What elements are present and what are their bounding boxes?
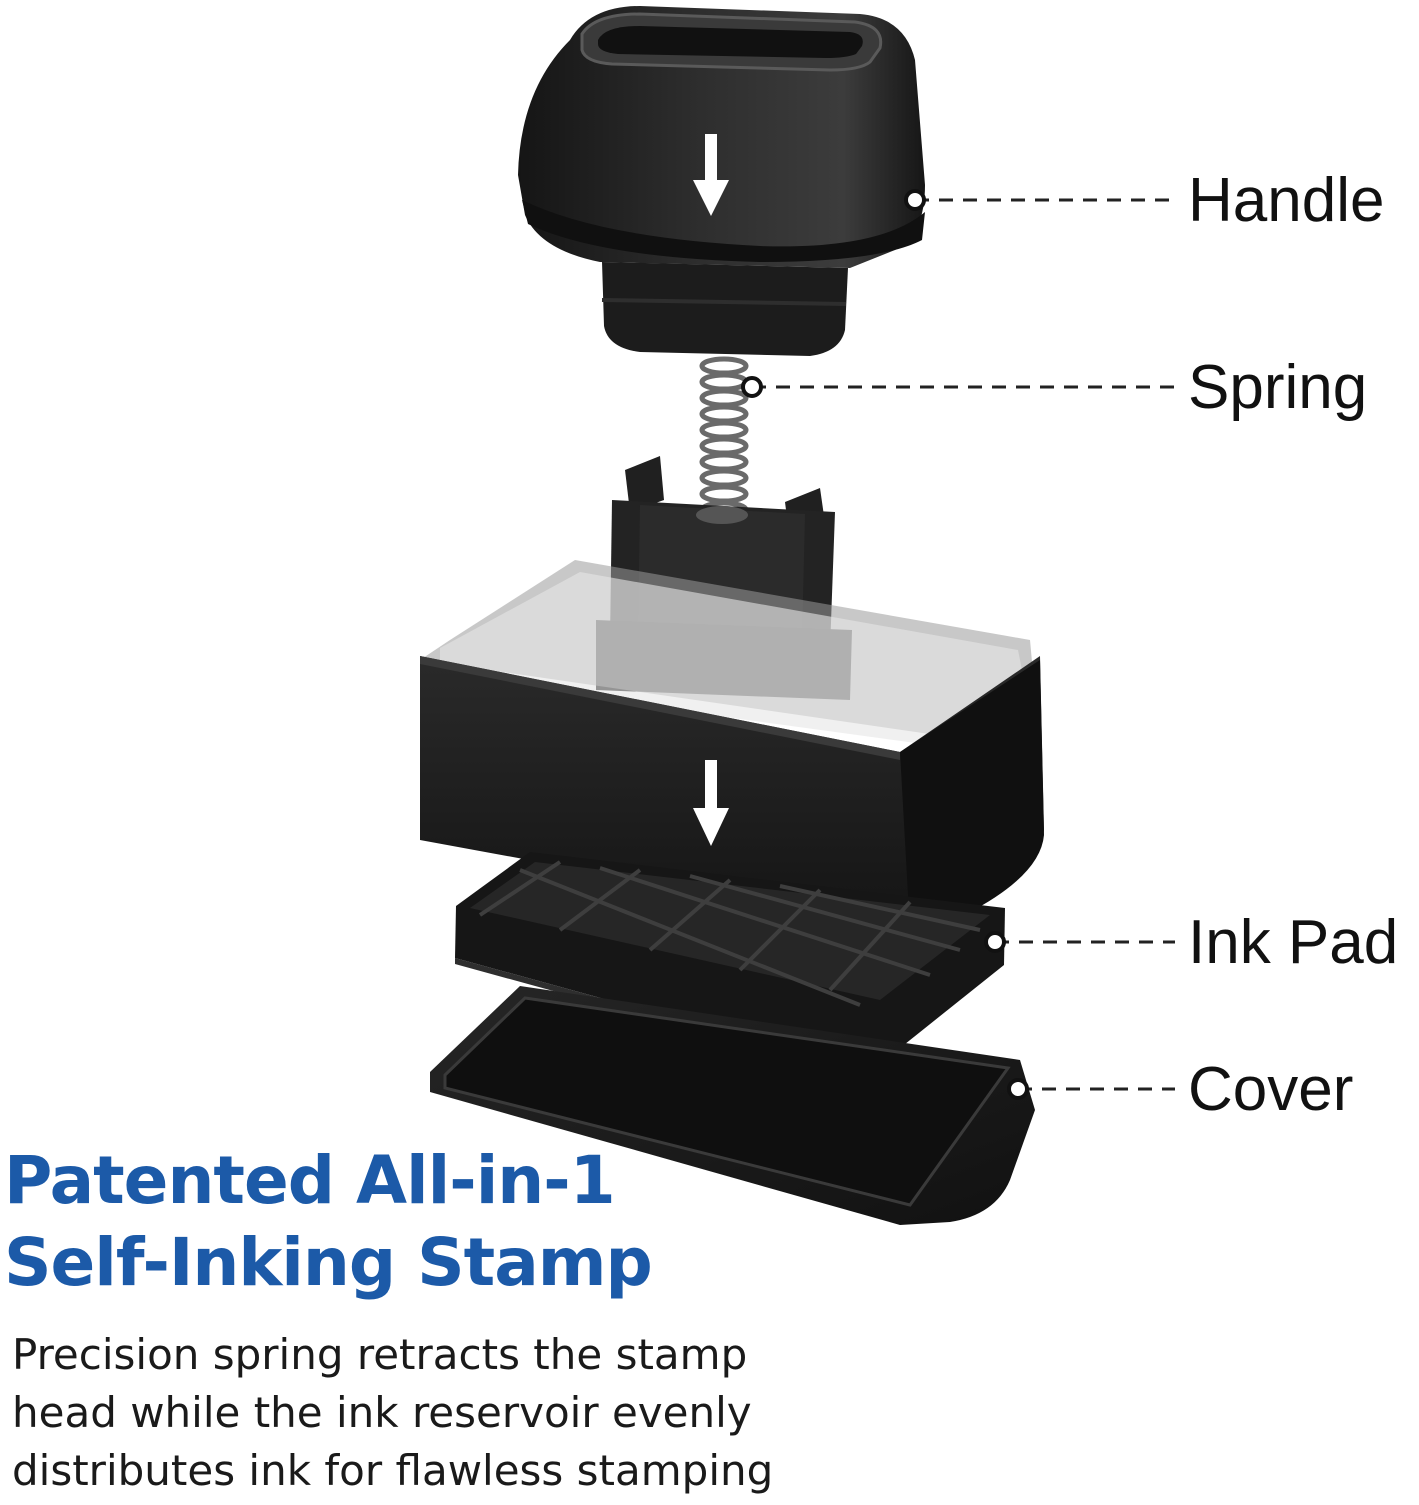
callout-ink-pad: Ink Pad xyxy=(1188,908,1399,977)
description-line-3: distributes ink for flawless stamping xyxy=(12,1446,774,1495)
handle-part xyxy=(518,6,925,356)
headline-line-1: Patented All-in-1 xyxy=(4,1142,616,1219)
ink-pad-part xyxy=(455,852,1005,1078)
callout-spring: Spring xyxy=(1188,353,1368,422)
callout-cover: Cover xyxy=(1188,1055,1354,1124)
description-line-1: Precision spring retracts the stamp xyxy=(12,1330,748,1379)
spring-part xyxy=(699,356,749,520)
description-line-2: head while the ink reservoir evenly xyxy=(12,1388,752,1437)
callout-handle: Handle xyxy=(1188,166,1385,235)
leader-lines xyxy=(752,198,1175,1091)
down-arrow-icon xyxy=(693,760,729,846)
headline: Patented All-in-1 Self-Inking Stamp xyxy=(4,1140,653,1304)
cover-part xyxy=(430,986,1035,1225)
headline-line-2: Self-Inking Stamp xyxy=(4,1224,653,1301)
down-arrow-icon xyxy=(693,134,729,216)
description: Precision spring retracts the stamp head… xyxy=(12,1326,773,1500)
leader-dots xyxy=(741,189,1029,1100)
